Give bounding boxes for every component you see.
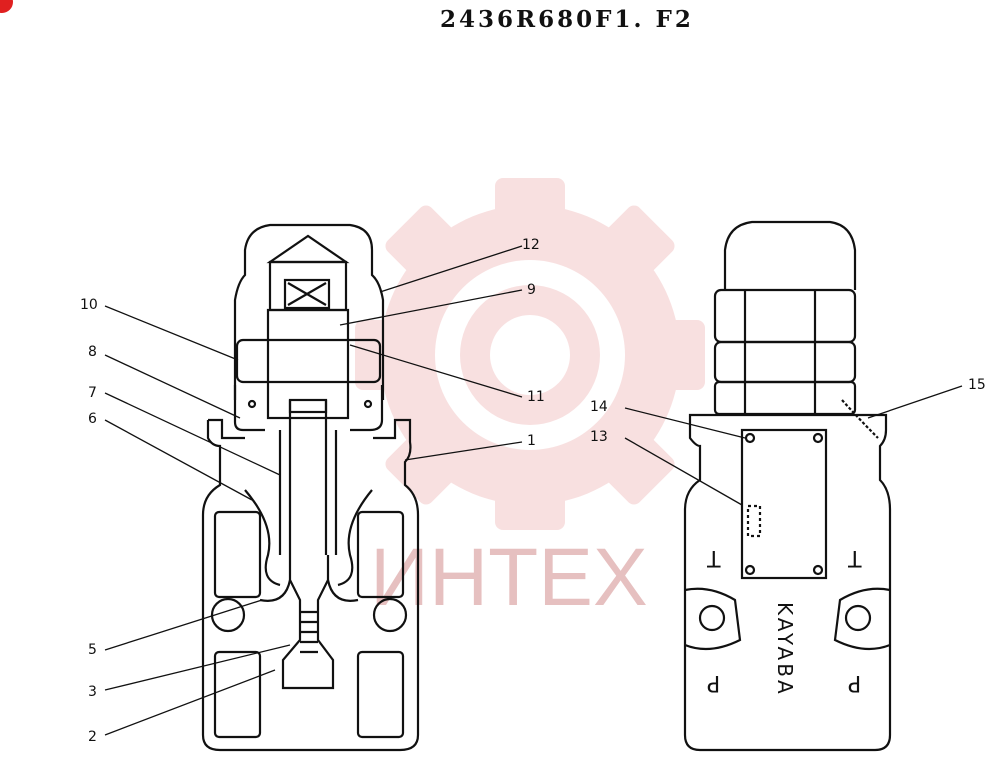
brand-label: KAYABA <box>773 602 797 697</box>
watermark-logo <box>355 178 705 530</box>
callout-1: 1 <box>527 433 536 449</box>
left-sectional-view <box>201 223 420 752</box>
callout-11: 11 <box>527 389 545 405</box>
callout-7: 7 <box>88 385 97 401</box>
callout-3: 3 <box>88 684 97 700</box>
port-label-t-right: T <box>848 545 862 570</box>
callout-5: 5 <box>88 642 97 658</box>
watermark-text: ИНТЕХ <box>370 532 648 623</box>
callout-14: 14 <box>590 399 608 415</box>
port-label-p-right: P <box>848 670 862 695</box>
callout-8: 8 <box>88 344 97 360</box>
right-external-view <box>683 220 892 752</box>
corner-mark <box>0 0 13 13</box>
callout-13: 13 <box>590 429 608 445</box>
callout-15: 15 <box>968 377 986 393</box>
callout-6: 6 <box>88 411 97 427</box>
callout-2: 2 <box>88 729 97 745</box>
callout-12: 12 <box>522 237 540 253</box>
port-label-t-left: T <box>707 545 721 570</box>
drawing-title: 2436R680F1. F2 <box>440 6 694 33</box>
callout-9: 9 <box>527 282 536 298</box>
callout-10: 10 <box>80 297 98 313</box>
leader-lines <box>104 245 963 736</box>
port-label-p-left: P <box>707 670 721 695</box>
